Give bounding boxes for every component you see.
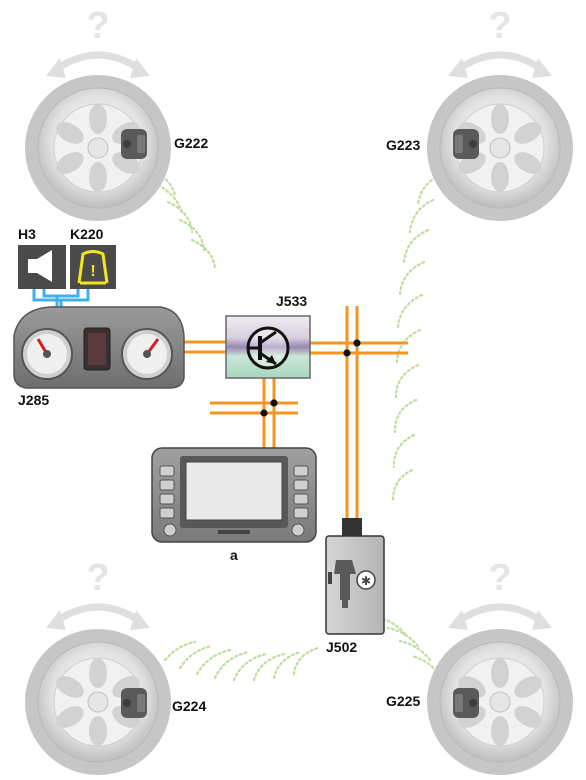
question-mark-icon: ? (488, 5, 511, 47)
question-mark-icon: ? (488, 557, 511, 599)
tire-with-pressure-sensor-icon (25, 75, 171, 221)
tire-with-pressure-sensor-icon (427, 629, 573, 775)
transistor-gateway-icon (246, 326, 290, 370)
svg-text:!: ! (90, 263, 95, 280)
pressure-sensor-g224 (121, 688, 147, 718)
svg-text:✱: ✱ (361, 574, 371, 588)
label-j285: J285 (18, 392, 49, 408)
rotation-arrows-icon (448, 603, 552, 630)
question-mark-icon: ? (86, 557, 109, 599)
instrument-cluster-j285: J285 (13, 306, 185, 408)
rotation-arrows-icon (448, 51, 552, 78)
h3-k220-group: H3 K220 ! (18, 226, 116, 318)
label-g225: G225 (386, 693, 420, 709)
label-k220: K220 (70, 226, 104, 242)
label-j502: J502 (326, 639, 357, 655)
pressure-sensor-g222 (121, 129, 147, 159)
label-h3: H3 (18, 226, 36, 242)
wheel-front-left: ? G222 (25, 5, 208, 221)
rotation-arrows-icon (46, 51, 150, 78)
question-mark-icon: ? (86, 5, 109, 47)
wheel-rear-left: ? G224 (25, 557, 206, 775)
radio-waves (148, 166, 442, 682)
label-g223: G223 (386, 137, 420, 153)
label-j533: J533 (276, 293, 307, 309)
wheel-front-right: ? G223 (386, 5, 573, 221)
speaker-icon (18, 245, 66, 289)
gateway-j533: J533 (225, 293, 311, 379)
pressure-sensor-g223 (453, 129, 479, 159)
bus-junction-dots (260, 339, 361, 417)
label-g224: G224 (172, 698, 206, 714)
rotation-arrows-icon (46, 603, 150, 630)
svg-text:?: ? (488, 557, 511, 599)
svg-text:?: ? (488, 5, 511, 47)
tire-with-pressure-sensor-icon (427, 75, 573, 221)
pressure-sensor-g225 (453, 688, 479, 718)
tpms-control-unit-j502: ✱ J502 (325, 518, 385, 655)
svg-text:?: ? (86, 5, 109, 47)
label-a: a (230, 547, 238, 563)
radio-wave-g222 (148, 166, 217, 272)
tire-pressure-warning-icon: ! (70, 245, 116, 289)
radio-wave-g223 (391, 173, 442, 504)
tire-with-pressure-sensor-icon (25, 629, 171, 775)
wheel-rear-right: ? G225 (386, 557, 573, 775)
label-g222: G222 (174, 135, 208, 151)
radio-wave-g224 (163, 640, 320, 682)
svg-text:?: ? (86, 557, 109, 599)
radio-navigation-unit-a: a (151, 447, 317, 563)
tire-pressure-control-unit-icon: ✱ (328, 560, 376, 608)
